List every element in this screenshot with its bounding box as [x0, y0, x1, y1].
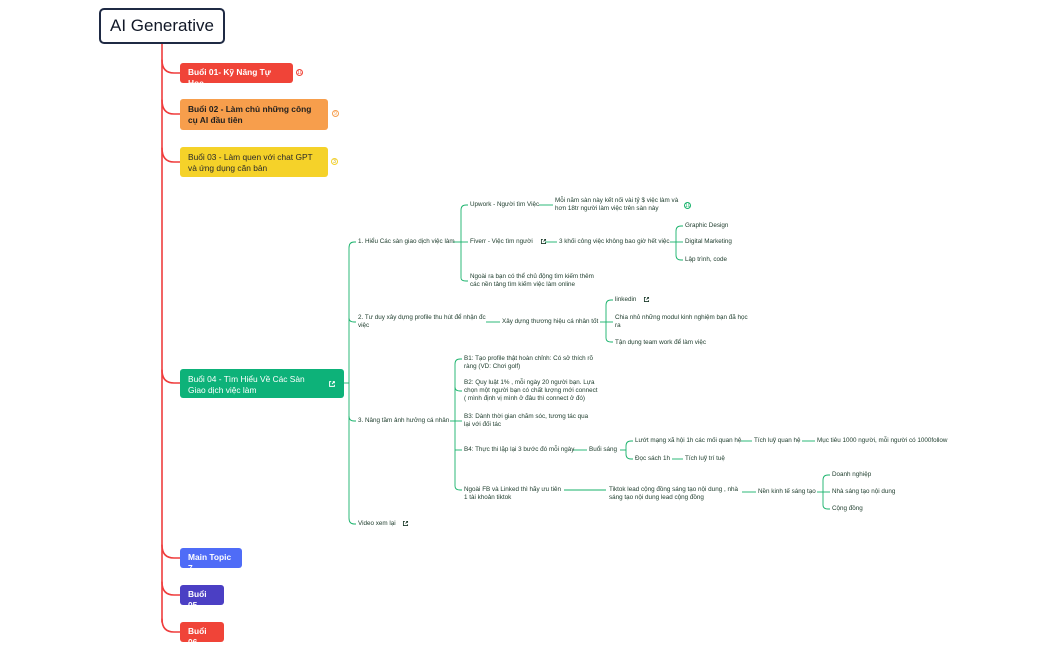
topic-buoi-04[interactable]: Buổi 04 - Tìm Hiểu Về Các Sàn Giao dịch … — [180, 369, 344, 398]
node-tich-luy-quan-he[interactable]: Tích luỹ quan hệ — [754, 437, 801, 445]
node-buoi-sang[interactable]: Buổi sáng — [589, 446, 617, 454]
node-b4[interactable]: B4: Thực thi lặp lại 3 bước đó mỗi ngày — [464, 446, 574, 454]
subtopic-video-label: Video xem lại — [358, 520, 396, 528]
node-doanh-nghiep-label: Doanh nghiệp — [832, 471, 872, 478]
node-fiverr-label: Fiverr - Việc tìm người — [470, 238, 533, 246]
subtopic-hieu-san[interactable]: 1. Hiểu Các sàn giao dịch việc làm — [358, 238, 455, 246]
node-upwork-count-badge[interactable]: 10 — [684, 202, 691, 209]
node-thuong-hieu-label: Xây dựng thương hiệu cá nhân tốt — [502, 318, 599, 325]
node-upwork-label: Upwork - Người tìm Việc — [470, 201, 540, 208]
node-tiktok-account[interactable]: Ngoài FB và Linked thì hãy ưu tiên 1 tài… — [464, 486, 564, 502]
node-nen-kinh-te-label: Nền kinh tế sáng tạo — [758, 488, 816, 495]
node-b2-label: B2: Quy luật 1% , mỗi ngày 20 người bạn.… — [464, 379, 598, 403]
external-link-icon[interactable] — [643, 296, 650, 303]
topic-buoi-03-count: 3 — [333, 159, 336, 165]
node-graphic-design[interactable]: Graphic Design — [685, 222, 728, 230]
node-team-work[interactable]: Tận dụng team work để làm việc — [615, 339, 706, 347]
node-digital-marketing-label: Digital Marketing — [685, 238, 732, 245]
node-tich-luy-quan-he-label: Tích luỹ quan hệ — [754, 437, 801, 444]
topic-buoi-03-count-badge[interactable]: 3 — [331, 158, 338, 165]
node-chia-nho[interactable]: Chia nhỏ những modul kinh nghiệm bạn đã … — [615, 314, 755, 330]
node-nen-kinh-te[interactable]: Nền kinh tế sáng tạo — [758, 488, 816, 496]
root-title: AI Generative — [110, 16, 214, 35]
node-b3-label: B3: Dành thời gian chăm sóc, tương tác q… — [464, 413, 589, 429]
node-nha-sang-tao[interactable]: Nhà sáng tạo nội dung — [832, 488, 895, 496]
node-fiverr-detail-label: 3 khối công việc không bao giờ hết việc — [559, 238, 670, 245]
subtopic-profile-label: 2. Tư duy xây dựng profile thu hút để nh… — [358, 314, 486, 330]
node-upwork-detail-label: Mỗi năm sàn này kết nối vài tỷ $ việc là… — [555, 197, 679, 213]
node-b1[interactable]: B1: Tạo profile thật hoàn chỉnh: Có sở t… — [464, 355, 596, 371]
node-cong-dong-label: Cộng đồng — [832, 505, 863, 512]
topic-buoi-01-label: Buổi 01- Kỹ Năng Tự Học — [188, 67, 271, 88]
external-link-icon[interactable] — [540, 238, 547, 245]
node-team-work-label: Tận dụng team work để làm việc — [615, 339, 706, 346]
node-b4-label: B4: Thực thi lặp lại 3 bước đó mỗi ngày — [464, 446, 575, 453]
node-lap-trinh[interactable]: Lập trình, code — [685, 256, 727, 264]
subtopic-video[interactable]: Video xem lại — [358, 520, 409, 528]
node-buoi-sang-label: Buổi sáng — [589, 446, 618, 453]
node-luot-mang-label: Lướt mạng xã hội 1h các mối quan hệ — [635, 437, 742, 444]
node-b1-label: B1: Tạo profile thật hoàn chỉnh: Có sở t… — [464, 355, 593, 371]
topic-buoi-02-count: 9 — [334, 111, 337, 117]
node-tich-luy-tri-tue-label: Tích luỹ trí tuệ — [685, 455, 725, 462]
topic-buoi-04-label: Buổi 04 - Tìm Hiểu Về Các Sàn Giao dịch … — [188, 374, 305, 395]
topic-buoi-05-label: Buổi 05 — [188, 589, 207, 610]
node-upwork-count: 10 — [685, 203, 691, 209]
topic-buoi-01-count-badge[interactable]: 10 — [296, 69, 303, 76]
node-upwork[interactable]: Upwork - Người tìm Việc — [470, 201, 539, 209]
topic-buoi-02[interactable]: Buổi 02 - Làm chủ những công cụ AI đầu t… — [180, 99, 328, 130]
node-fiverr[interactable]: Fiverr - Việc tìm người — [470, 238, 547, 246]
node-linkedin-label: linkedin — [615, 296, 637, 304]
node-tiktok-lead-label: Tiktok lead cộng đồng sáng tạo nội dung … — [609, 486, 738, 502]
subtopic-anh-huong-label: 3. Nâng tầm ảnh hưởng cá nhân — [358, 417, 450, 424]
node-b3[interactable]: B3: Dành thời gian chăm sóc, tương tác q… — [464, 413, 596, 429]
subtopic-profile[interactable]: 2. Tư duy xây dựng profile thu hút để nh… — [358, 314, 488, 330]
node-muc-tieu[interactable]: Mục tiêu 1000 người, mỗi người có 1000fo… — [817, 437, 947, 445]
subtopic-anh-huong[interactable]: 3. Nâng tầm ảnh hưởng cá nhân — [358, 417, 449, 425]
node-thuong-hieu[interactable]: Xây dựng thương hiệu cá nhân tốt — [502, 318, 598, 326]
node-more-platforms-label: Ngoài ra bạn có thể chủ động tìm kiếm th… — [470, 273, 594, 289]
node-graphic-design-label: Graphic Design — [685, 222, 729, 229]
topic-buoi-02-label: Buổi 02 - Làm chủ những công cụ AI đầu t… — [188, 104, 312, 125]
node-lap-trinh-label: Lập trình, code — [685, 256, 728, 263]
node-digital-marketing[interactable]: Digital Marketing — [685, 238, 732, 246]
node-tiktok-lead[interactable]: Tiktok lead cộng đồng sáng tạo nội dung … — [609, 486, 743, 502]
topic-buoi-03[interactable]: Buổi 03 - Làm quen với chat GPT và ứng d… — [180, 147, 328, 177]
root-topic[interactable]: AI Generative — [99, 8, 225, 44]
node-more-platforms[interactable]: Ngoài ra bạn có thể chủ động tìm kiếm th… — [470, 273, 598, 289]
external-link-icon[interactable] — [402, 520, 409, 527]
node-doanh-nghiep[interactable]: Doanh nghiệp — [832, 471, 871, 479]
node-luot-mang[interactable]: Lướt mạng xã hội 1h các mối quan hệ — [635, 437, 741, 445]
topic-buoi-02-count-badge[interactable]: 9 — [332, 110, 339, 117]
node-fiverr-detail[interactable]: 3 khối công việc không bao giờ hết việc — [559, 238, 670, 246]
external-link-icon[interactable] — [328, 380, 336, 388]
node-tich-luy-tri-tue[interactable]: Tích luỹ trí tuệ — [685, 455, 725, 463]
node-muc-tieu-label: Mục tiêu 1000 người, mỗi người có 1000fo… — [817, 437, 948, 444]
node-b2[interactable]: B2: Quy luật 1% , mỗi ngày 20 người bạn.… — [464, 379, 600, 404]
topic-buoi-01[interactable]: Buổi 01- Kỹ Năng Tự Học — [180, 63, 293, 88]
node-chia-nho-label: Chia nhỏ những modul kinh nghiệm bạn đã … — [615, 314, 748, 330]
node-cong-dong[interactable]: Cộng đồng — [832, 505, 863, 513]
topic-buoi-06-label: Buổi 06 — [188, 626, 207, 647]
topic-buoi-03-label: Buổi 03 - Làm quen với chat GPT và ứng d… — [188, 152, 313, 173]
subtopic-hieu-san-label: 1. Hiểu Các sàn giao dịch việc làm — [358, 238, 455, 245]
node-linkedin[interactable]: linkedin — [615, 296, 650, 304]
node-nha-sang-tao-label: Nhà sáng tạo nội dung — [832, 488, 896, 495]
node-doc-sach[interactable]: Đọc sách 1h — [635, 455, 670, 463]
topic-main-7-label: Main Topic 7 — [188, 552, 232, 573]
node-upwork-detail[interactable]: Mỗi năm sàn này kết nối vài tỷ $ việc là… — [555, 197, 679, 213]
topic-buoi-05[interactable]: Buổi 05 — [180, 585, 224, 610]
topic-buoi-06[interactable]: Buổi 06 — [180, 622, 224, 647]
topic-main-7[interactable]: Main Topic 7 — [180, 548, 242, 573]
node-tiktok-account-label: Ngoài FB và Linked thì hãy ưu tiên 1 tài… — [464, 486, 561, 502]
node-doc-sach-label: Đọc sách 1h — [635, 455, 671, 462]
topic-buoi-01-count: 10 — [297, 70, 303, 76]
